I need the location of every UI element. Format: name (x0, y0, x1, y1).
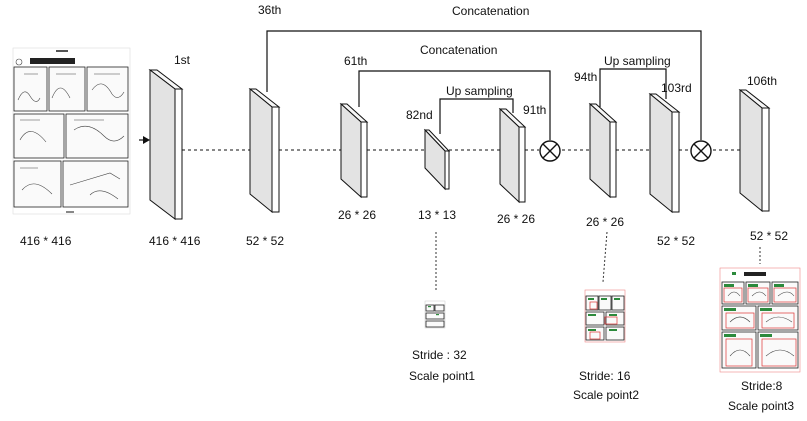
layer-91st-size: 26 * 26 (497, 212, 535, 226)
layer-block-36th (248, 87, 281, 214)
upsample-2-label: Up sampling (604, 54, 671, 68)
input-size-label: 416 * 416 (20, 234, 72, 248)
layer-82nd-label: 82nd (406, 108, 433, 122)
concat-mid-connector (358, 70, 551, 140)
layer-61st-label: 61th (344, 54, 367, 68)
layer-61st-size: 26 * 26 (338, 208, 376, 222)
layer-block-1st (148, 68, 184, 221)
layer-94th-size: 26 * 26 (586, 215, 624, 229)
layer-106th-size: 52 * 52 (750, 229, 788, 243)
concat-operator-icon (690, 140, 712, 162)
scale1-label: Scale point1 (409, 369, 475, 383)
concat-operator-icon (539, 140, 561, 162)
scale3-stride: Stride:8 (741, 379, 783, 393)
layer-1st-label: 1st (174, 53, 191, 67)
layer-106th-label: 106th (747, 74, 777, 88)
layer-82nd-size: 13 * 13 (418, 208, 456, 222)
layer-block-61st (339, 102, 369, 199)
layer-block-103rd (648, 92, 681, 214)
scale2-output-image (584, 289, 626, 343)
layer-91st-label: 91th (523, 103, 546, 117)
arrow-icon (143, 136, 150, 144)
layer-103rd-label: 103rd (661, 81, 692, 95)
layer-94th-label: 94th (574, 70, 597, 84)
concat-mid-label: Concatenation (420, 43, 497, 57)
layer-block-91st (498, 107, 527, 204)
layer-36th-label: 36th (258, 3, 281, 17)
upsample-2-connector (599, 68, 667, 107)
upsample-1-label: Up sampling (446, 84, 513, 98)
concat-top-connector (266, 30, 702, 140)
scale2-connector (602, 231, 608, 283)
scale2-stride: Stride: 16 (579, 369, 631, 383)
upsample-1-connector (439, 98, 514, 134)
concat-top-label: Concatenation (452, 4, 529, 18)
input-image (12, 47, 131, 215)
layer-block-106th (738, 88, 771, 213)
layer-1st-size: 416 * 416 (149, 234, 201, 248)
layer-block-82nd (423, 128, 451, 191)
scale3-output-image (719, 267, 801, 373)
layer-36th-size: 52 * 52 (246, 234, 284, 248)
scale2-label: Scale point2 (573, 388, 639, 402)
layer-block-94th (588, 102, 618, 199)
scale3-label: Scale point3 (728, 399, 794, 413)
layer-103rd-size: 52 * 52 (657, 234, 695, 248)
scale1-output-image (424, 300, 446, 329)
scale1-stride: Stride : 32 (412, 348, 467, 362)
